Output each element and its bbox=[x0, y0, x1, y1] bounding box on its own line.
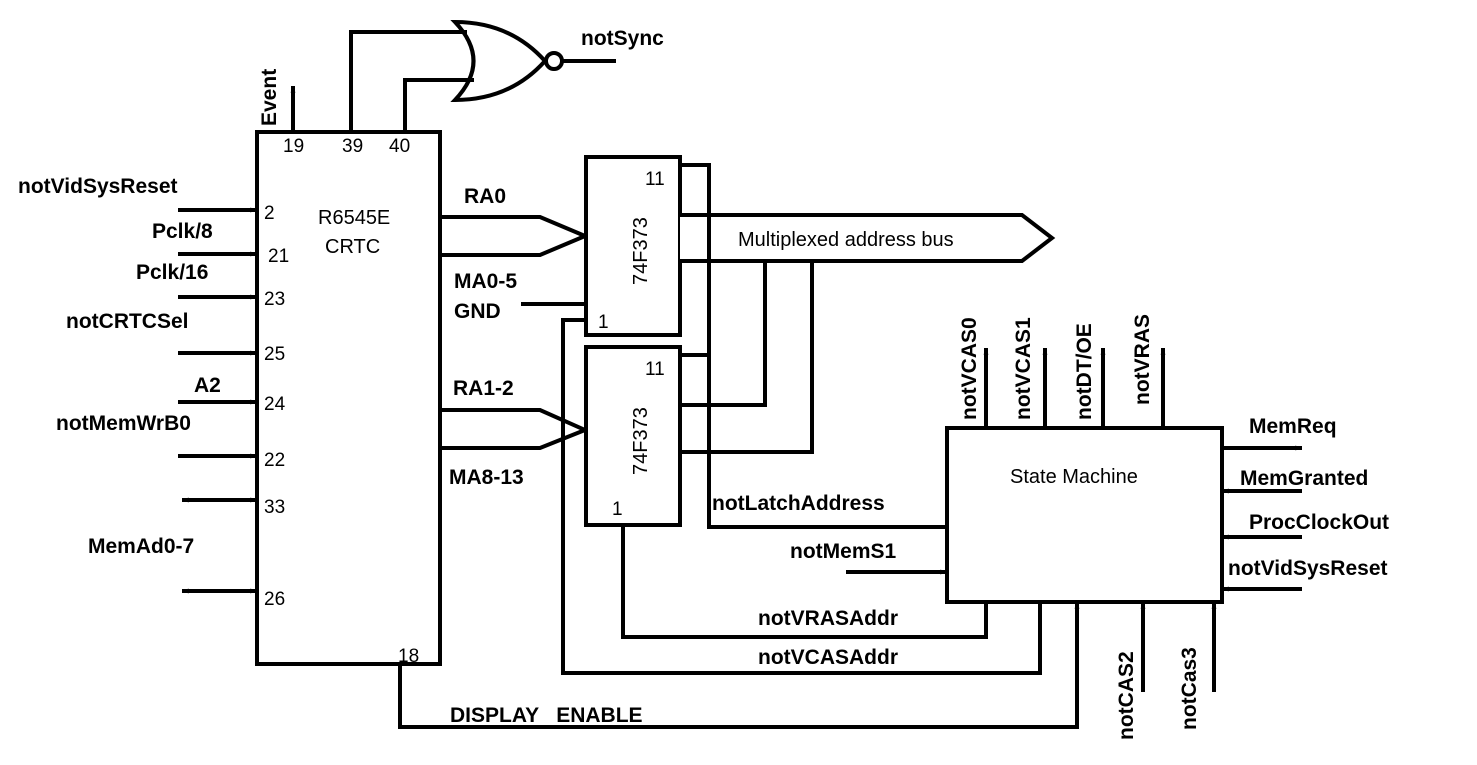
wire-latch-enable bbox=[678, 163, 949, 529]
label-notsync: notSync bbox=[581, 27, 664, 50]
label-notvidsysreset-left: notVidSysReset bbox=[18, 175, 178, 198]
label-a2: A2 bbox=[194, 374, 221, 397]
bus-ra0 bbox=[438, 215, 588, 239]
pin-2: 2 bbox=[264, 203, 275, 224]
label-gnd: GND bbox=[454, 300, 501, 323]
wire-pin39-gate bbox=[349, 30, 467, 134]
latch1-name: 74F373 bbox=[630, 217, 652, 285]
pin-21: 21 bbox=[268, 246, 289, 267]
wire-latch2-out bbox=[678, 259, 814, 454]
state-machine-name: State Machine bbox=[1010, 466, 1138, 488]
label-mux-bus: Multiplexed address bus bbox=[738, 229, 954, 251]
pin-26: 26 bbox=[264, 589, 285, 610]
label-procclockout: ProcClockOut bbox=[1249, 511, 1389, 534]
crtc-chip bbox=[255, 130, 442, 666]
label-notvrasaddr: notVRASAddr bbox=[758, 607, 898, 630]
pin-18: 18 bbox=[398, 646, 419, 667]
label-ma05: MA0-5 bbox=[454, 270, 517, 293]
latch2-pin11: 11 bbox=[645, 359, 665, 380]
wire-notvrasaddr bbox=[621, 523, 988, 639]
label-notcas3: notCas3 bbox=[1178, 647, 1201, 730]
label-notcas2: notCAS2 bbox=[1115, 651, 1138, 740]
label-notvidsysreset-right: notVidSysReset bbox=[1228, 557, 1388, 580]
label-notvcas0: notVCAS0 bbox=[958, 317, 981, 420]
bus-ma813 bbox=[438, 427, 588, 450]
label-ra0: RA0 bbox=[464, 185, 506, 208]
label-pclk8: Pclk/8 bbox=[152, 220, 213, 243]
bus-ra12 bbox=[438, 408, 588, 433]
pin-40: 40 bbox=[389, 136, 410, 157]
wire-pin40-gate bbox=[403, 78, 474, 134]
label-ra12: RA1-2 bbox=[453, 377, 514, 400]
label-notvcasaddr: notVCASAddr bbox=[758, 646, 898, 669]
mux-bus-arrow bbox=[680, 213, 1056, 263]
pin-24: 24 bbox=[264, 394, 286, 415]
wire-notvcasaddr bbox=[561, 318, 1042, 675]
label-notlatchaddress: notLatchAddress bbox=[712, 492, 885, 515]
label-pclk16: Pclk/16 bbox=[136, 261, 208, 284]
label-memreq: MemReq bbox=[1249, 415, 1337, 438]
pin-33: 33 bbox=[264, 497, 285, 518]
latch2-pin1: 1 bbox=[612, 499, 623, 520]
wire-display-enable bbox=[398, 602, 1080, 729]
label-notcrtcsel: notCRTCSel bbox=[66, 310, 189, 333]
pin-23: 23 bbox=[264, 289, 285, 310]
label-ma813: MA8-13 bbox=[449, 466, 524, 489]
latch1-pin11: 11 bbox=[645, 169, 665, 190]
pin-22: 22 bbox=[264, 450, 285, 471]
latch-1 bbox=[584, 155, 682, 337]
crtc-name: R6545E bbox=[318, 207, 390, 229]
wire-latch1-out bbox=[678, 259, 767, 407]
event-label: Event bbox=[258, 69, 281, 126]
latch1-pin1: 1 bbox=[598, 312, 609, 333]
crtc-sub: CRTC bbox=[325, 236, 380, 258]
label-notmems1: notMemS1 bbox=[790, 540, 897, 563]
bus-ma05 bbox=[438, 233, 588, 257]
pin-19: 19 bbox=[283, 136, 304, 157]
label-display-enable: DISPLAY ENABLE bbox=[450, 704, 643, 727]
label-notvras: notVRAS bbox=[1131, 314, 1154, 405]
label-notmemwrb0: notMemWrB0 bbox=[56, 412, 191, 435]
latch2-name: 74F373 bbox=[630, 407, 652, 475]
state-machine bbox=[945, 426, 1224, 604]
latch-2 bbox=[584, 345, 682, 527]
label-memad: MemAd0-7 bbox=[88, 535, 194, 558]
pin-39: 39 bbox=[342, 136, 363, 157]
nor-bubble bbox=[544, 51, 564, 71]
label-memgranted: MemGranted bbox=[1240, 467, 1368, 490]
pin-25: 25 bbox=[264, 344, 285, 365]
nor-gate bbox=[450, 19, 548, 103]
label-notvcas1: notVCAS1 bbox=[1012, 317, 1035, 420]
label-notdtoe: notDT/OE bbox=[1073, 323, 1096, 420]
